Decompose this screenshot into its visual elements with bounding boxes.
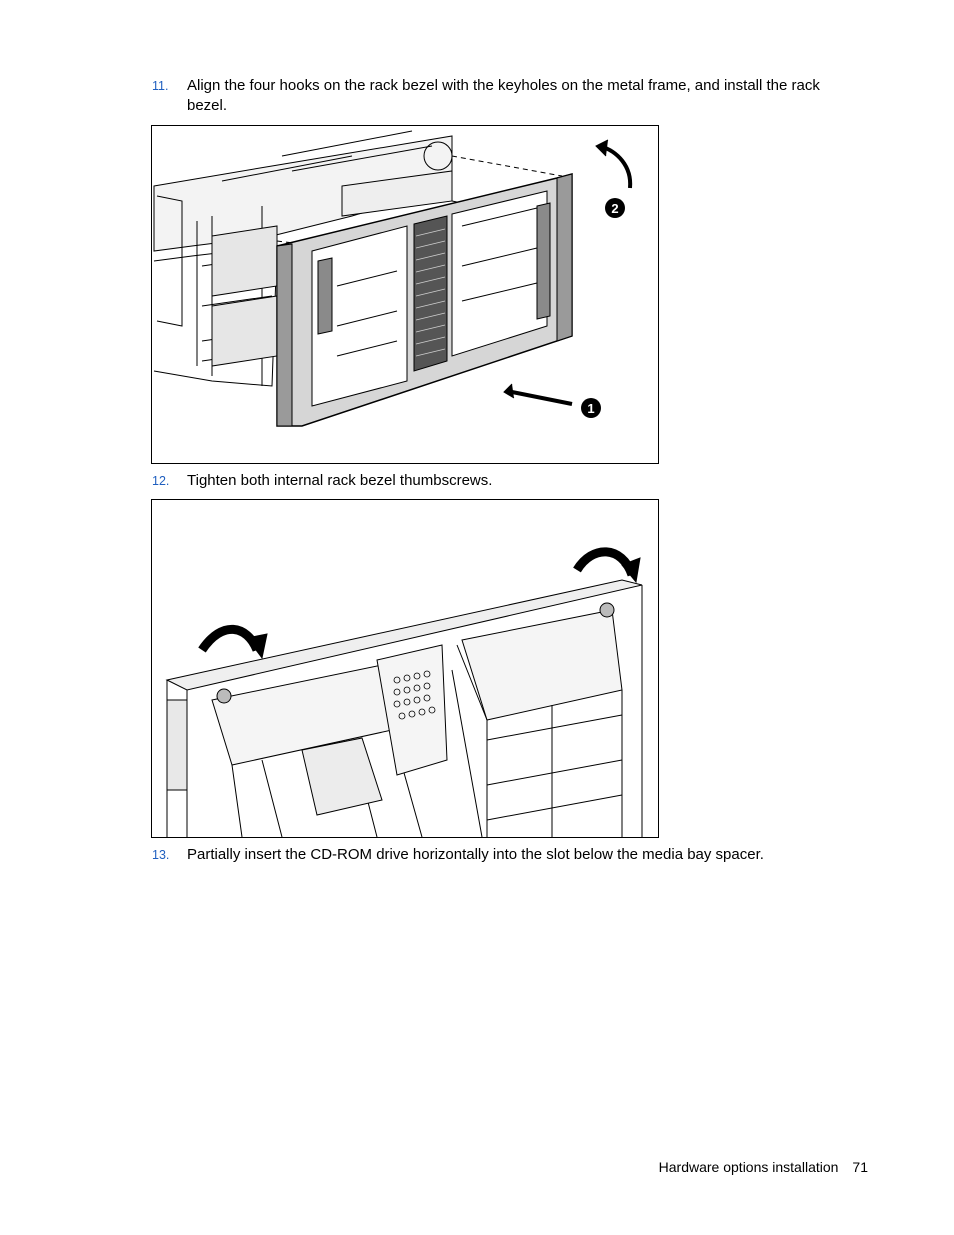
rack-bezel-install-illustration: 1 2 bbox=[151, 125, 659, 464]
thumbscrew-diagram bbox=[165, 547, 643, 837]
footer-section-title: Hardware options installation bbox=[658, 1159, 839, 1175]
callout-2-marker bbox=[605, 198, 625, 218]
step-text: Align the four hooks on the rack bezel w… bbox=[187, 77, 820, 114]
rack-bezel-diagram: 1 2 bbox=[153, 130, 633, 427]
page-number: 71 bbox=[852, 1159, 868, 1175]
step-number: 11. bbox=[152, 79, 169, 93]
step-text: Partially insert the CD-ROM drive horizo… bbox=[187, 846, 764, 863]
step-13: 13. Partially insert the CD-ROM drive ho… bbox=[152, 845, 842, 865]
callout-1-label: 1 bbox=[587, 401, 594, 416]
page-footer: Hardware options installation 71 bbox=[659, 1159, 868, 1175]
callout-2-label: 2 bbox=[611, 201, 618, 216]
step-text: Tighten both internal rack bezel thumbsc… bbox=[187, 472, 493, 489]
step-number: 12. bbox=[152, 474, 170, 488]
step-number: 13. bbox=[152, 848, 170, 862]
thumbscrew-tighten-illustration bbox=[151, 499, 659, 838]
step-11: 11. Align the four hooks on the rack bez… bbox=[152, 76, 842, 116]
step-12: 12. Tighten both internal rack bezel thu… bbox=[152, 471, 842, 491]
callout-1-marker bbox=[581, 398, 601, 418]
